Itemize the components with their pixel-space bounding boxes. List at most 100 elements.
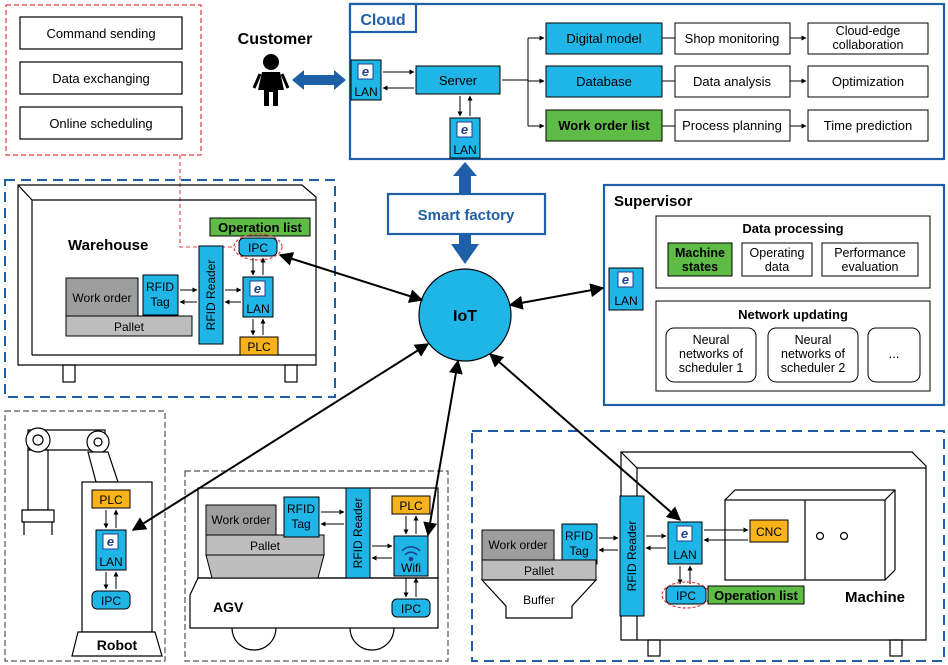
service-data-box	[19, 61, 183, 95]
scheduler2-label-1: Neural	[795, 333, 832, 347]
cloud-lan-label: LAN	[354, 85, 377, 99]
scheduler2-label-2: networks of	[781, 347, 845, 361]
cloud-panel: Cloud LAN Server LAN Digital model Datab…	[348, 2, 946, 161]
cloud-lan2-label: LAN	[453, 143, 476, 157]
warehouse-plc-label: PLC	[247, 340, 271, 354]
robot-lan-box	[95, 529, 127, 571]
machine-operation-list-label: Operation list	[714, 588, 798, 603]
operating-data-label-2: data	[765, 260, 789, 274]
performance-label-1: Performance	[834, 246, 906, 260]
lan-e-icon	[102, 533, 119, 550]
machine-buffer-label: Buffer	[523, 593, 555, 607]
agv-pallet-label: Pallet	[250, 539, 281, 553]
cloud-edge-box	[807, 22, 929, 55]
machine-ipc-box	[665, 585, 707, 605]
warehouse-ipc-box	[238, 237, 278, 257]
machine-rfid-tag-label-2: Tag	[569, 544, 588, 558]
scheduler2-label-3: scheduler 2	[781, 361, 846, 375]
customer: Customer	[238, 31, 346, 106]
supervisor-panel: Supervisor LAN Data processing Machine s…	[602, 183, 946, 407]
iot-warehouse-link	[278, 252, 424, 303]
warehouse-rfid-tag-label-1: RFID	[146, 280, 174, 294]
cloud-edge-label-2: collaboration	[833, 38, 904, 52]
agv-plc-label: PLC	[399, 499, 423, 513]
robot-lan-label: LAN	[99, 555, 122, 569]
shop-monitoring-label: Shop monitoring	[685, 31, 780, 46]
robot-plc-box	[91, 489, 131, 509]
service-command-box	[19, 16, 183, 50]
machine-work-order-label: Work order	[488, 538, 547, 552]
iot-connections	[131, 252, 682, 537]
machine-operation-list-box	[707, 585, 805, 605]
supervisor-lan-label: LAN	[614, 294, 637, 308]
machine-ipc-label: IPC	[676, 589, 696, 603]
performance-label-2: evaluation	[842, 260, 899, 274]
cloud-title: Cloud	[360, 12, 405, 29]
time-prediction-label: Time prediction	[824, 118, 912, 133]
work-order-list-box	[545, 109, 663, 142]
iot-node: IoT	[418, 268, 512, 362]
machine-title: Machine	[845, 589, 905, 606]
machine-states-box	[667, 242, 733, 277]
robot-plc-label: PLC	[99, 493, 123, 507]
scheduler1-label-2: networks of	[679, 347, 743, 361]
agv-rfid-reader-label: RFID Reader	[351, 498, 365, 569]
machine-pallet-label: Pallet	[524, 564, 555, 578]
warehouse-pallet-box	[65, 315, 193, 337]
operating-data-box	[741, 242, 813, 277]
machine-lan-label: LAN	[673, 548, 696, 562]
machine-rfid-reader-label: RFID Reader	[625, 521, 639, 592]
iot-supervisor-link	[508, 283, 605, 310]
person-icon	[252, 54, 290, 106]
agv-rfid-tag-label-2: Tag	[291, 517, 310, 531]
scheduler1-label-3: scheduler 1	[679, 361, 744, 375]
machine-cnc-box	[749, 519, 789, 543]
iot-robot-link	[131, 343, 430, 531]
optimization-label: Optimization	[832, 74, 904, 89]
agv-ipc-box	[391, 598, 431, 618]
robot-title: Robot	[97, 637, 138, 653]
warehouse-panel: Warehouse Operation list IPC LAN PLC RFI…	[4, 179, 336, 398]
warehouse-title: Warehouse	[68, 237, 148, 254]
digital-model-label: Digital model	[566, 31, 641, 46]
robot-panel: Robot PLC LAN IPC	[4, 410, 166, 662]
warehouse-rfid-reader-label: RFID Reader	[204, 260, 218, 331]
warehouse-ipc-label: IPC	[248, 241, 268, 255]
scheduler-more-box	[867, 327, 921, 383]
agv-panel: AGV Work order Pallet RFID Tag RFID Read…	[184, 470, 449, 662]
robot-ipc-label: IPC	[101, 594, 121, 608]
optimization-box	[807, 65, 929, 98]
smart-factory-box	[386, 192, 547, 236]
customer-cloud-arrow	[292, 70, 346, 90]
data-analysis-box	[674, 65, 791, 98]
lan-e-icon	[357, 63, 374, 80]
agv-title: AGV	[213, 599, 244, 615]
machine-rfid-tag-label-1: RFID	[565, 529, 593, 543]
iot-agv-link	[423, 359, 463, 537]
machine-rfid-tag-box	[561, 523, 598, 565]
customer-label: Customer	[238, 31, 313, 48]
machine-panel: Machine CNC LAN IPC Operation list RFID …	[471, 430, 945, 662]
shop-monitoring-box	[674, 22, 791, 55]
iot-label: IoT	[453, 308, 477, 325]
service-data-label: Data exchanging	[52, 71, 150, 86]
operating-data-label-1: Operating	[750, 246, 805, 260]
smart-factory-label: Smart factory	[418, 207, 515, 224]
scheduler1-label-1: Neural	[693, 333, 730, 347]
server-label: Server	[439, 73, 478, 88]
cloud-edge-label-1: Cloud-edge	[836, 24, 901, 38]
scheduler2-box	[767, 327, 859, 383]
server-box	[415, 65, 501, 95]
agv-work-order-label: Work order	[211, 513, 270, 527]
performance-box	[821, 242, 919, 277]
lan-e-icon	[456, 121, 473, 138]
warehouse-rfid-reader-box	[198, 245, 224, 345]
warehouse-operation-list-label: Operation list	[218, 220, 302, 235]
scheduler-more-label: ...	[889, 346, 900, 361]
network-updating-title: Network updating	[738, 307, 848, 322]
warehouse-work-order-box	[65, 277, 139, 317]
warehouse-pallet-label: Pallet	[114, 320, 145, 334]
service-command-label: Command sending	[46, 26, 155, 41]
smart-factory-link: Smart factory	[386, 162, 547, 264]
warehouse-operation-list-box	[209, 217, 311, 237]
